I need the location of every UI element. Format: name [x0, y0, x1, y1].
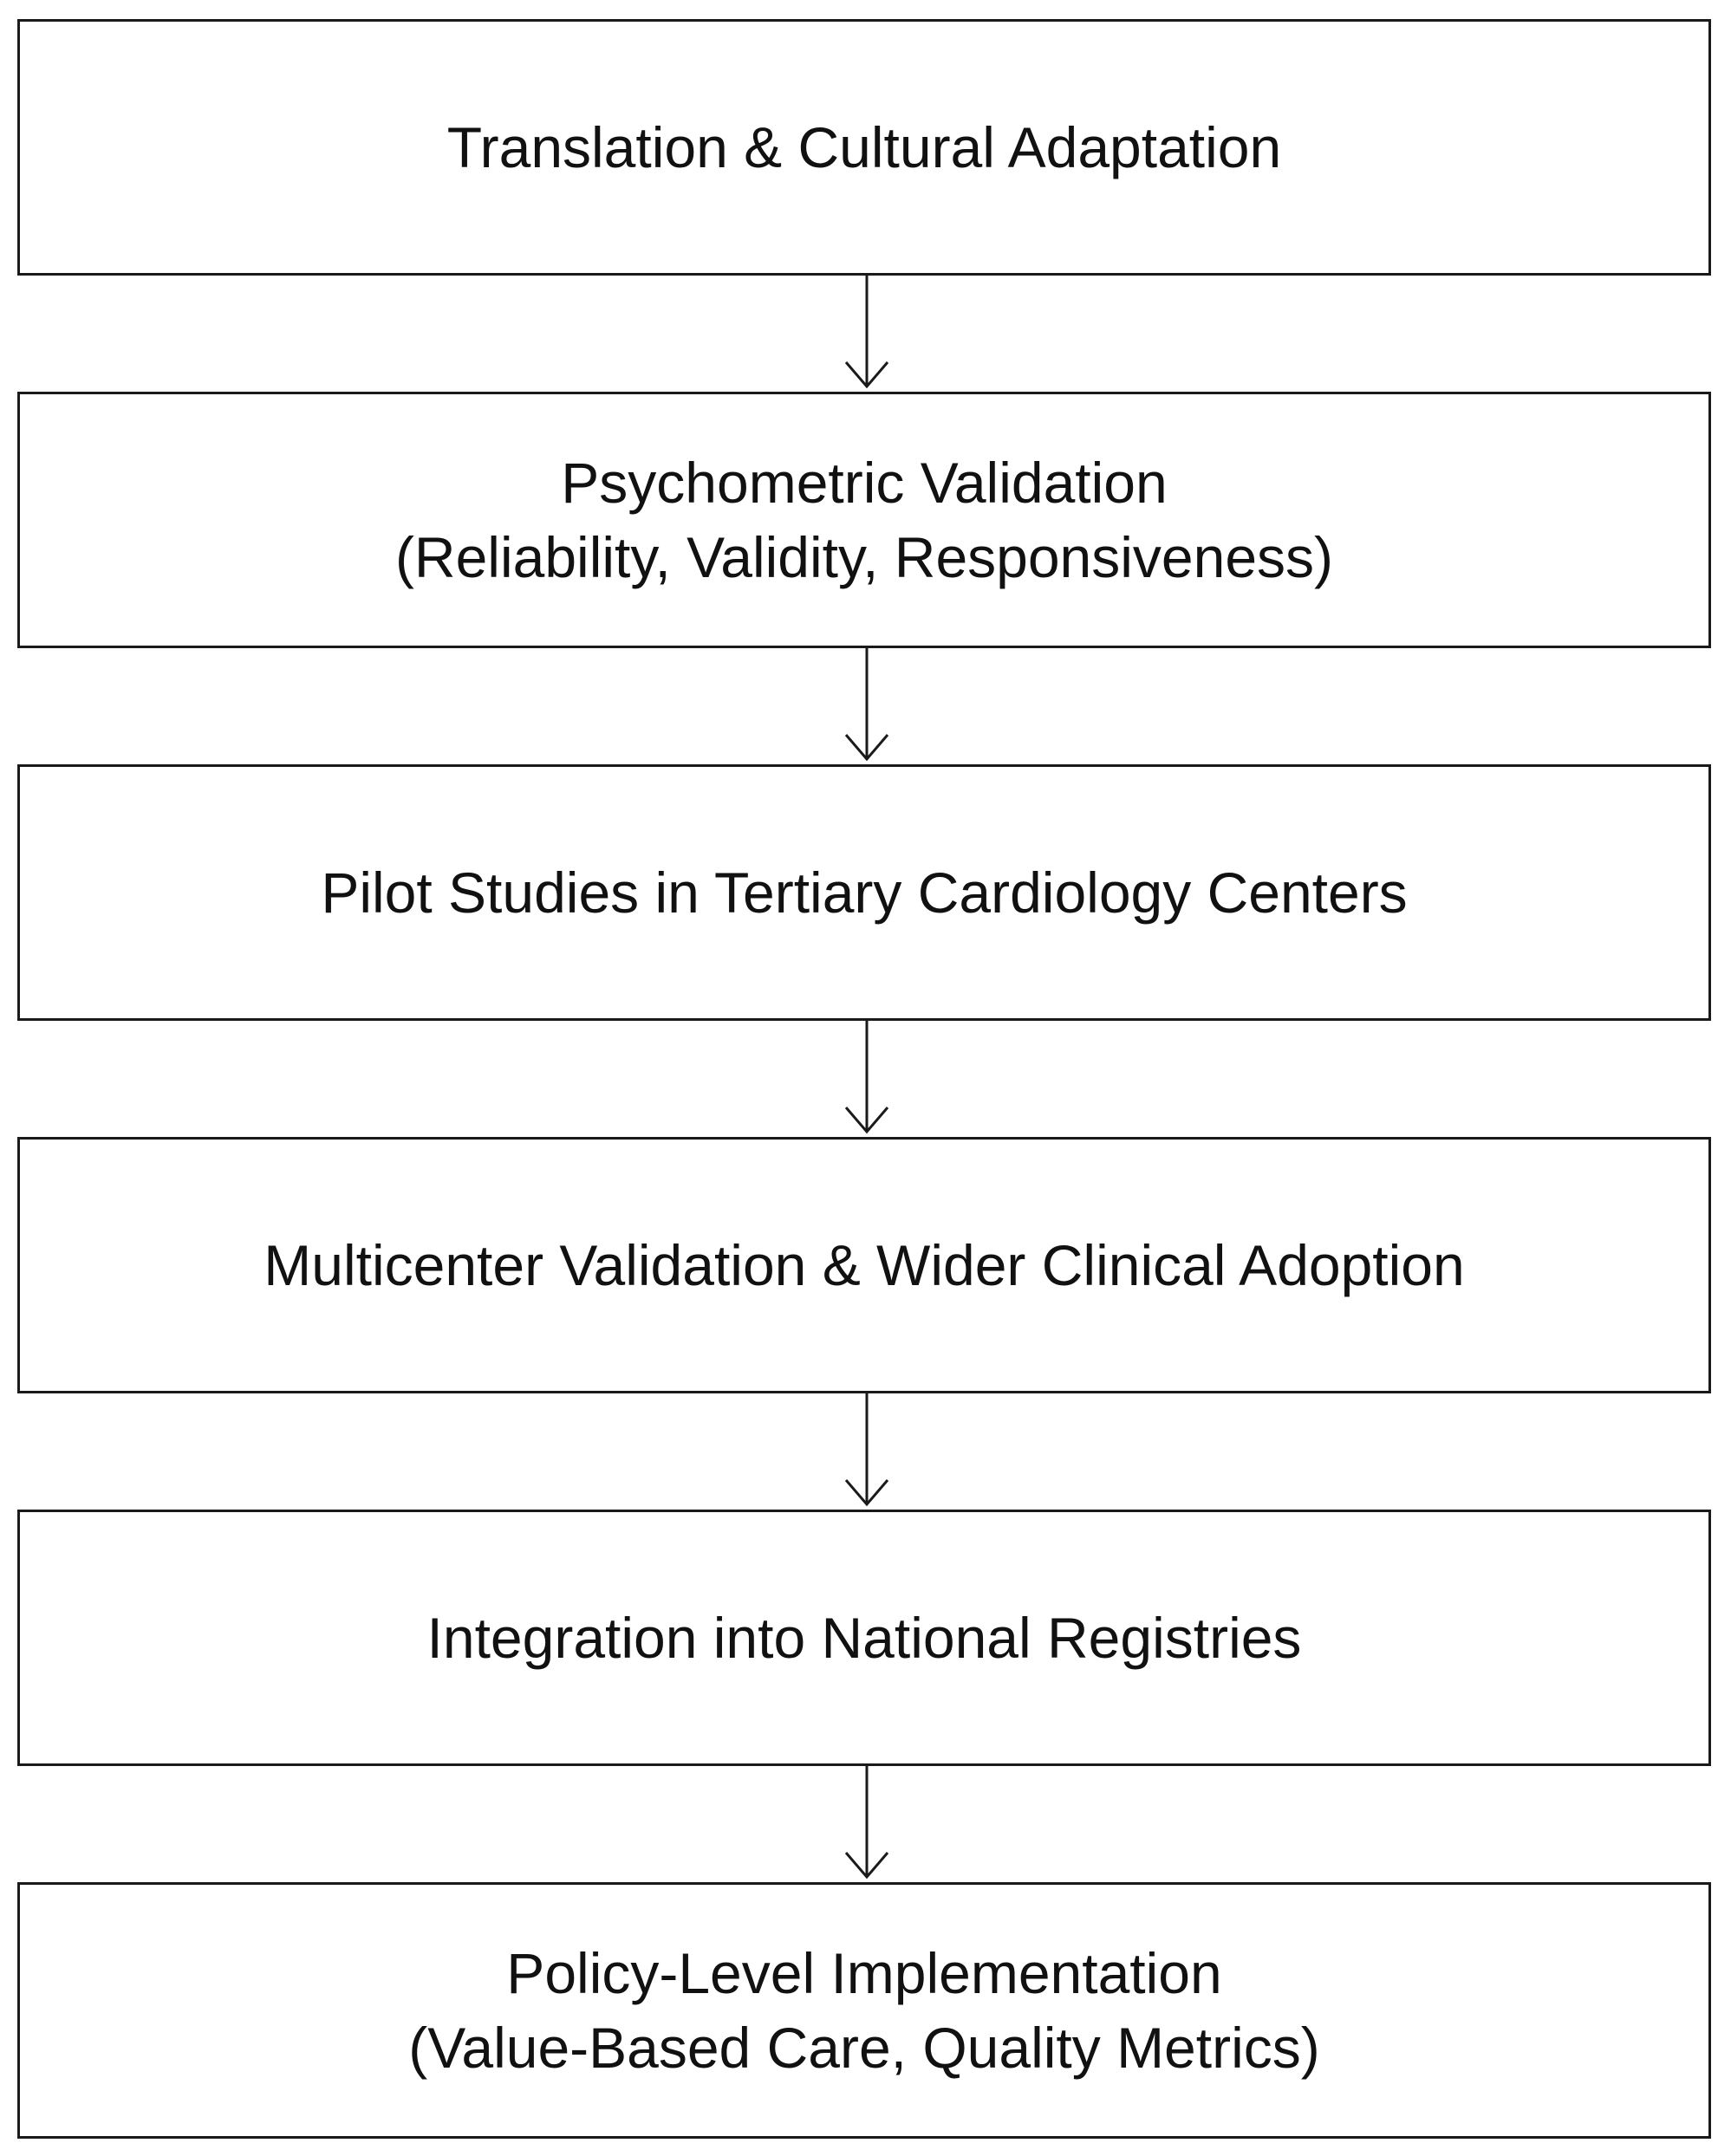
arrow-down-icon: [844, 1766, 889, 1880]
arrow-down-icon: [844, 276, 889, 389]
flow-step-multicenter: Multicenter Validation & Wider Clinical …: [17, 1137, 1711, 1393]
arrow-down-icon: [844, 1393, 889, 1507]
flow-arrow-1: [843, 276, 891, 389]
flow-arrow-2: [843, 648, 891, 762]
flow-step-psychometric: Psychometric Validation (Reliability, Va…: [17, 392, 1711, 648]
flow-step-translation: Translation & Cultural Adaptation: [17, 19, 1711, 276]
flow-step-sublabel: (Reliability, Validity, Responsiveness): [394, 525, 1334, 589]
flow-step-label: Policy-Level Implementation: [506, 1941, 1222, 2005]
flow-step-label: Integration into National Registries: [426, 1606, 1302, 1670]
flow-step-policy: Policy-Level Implementation (Value-Based…: [17, 1882, 1711, 2139]
arrow-down-icon: [844, 648, 889, 762]
flow-step-label: Translation & Cultural Adaptation: [446, 115, 1282, 179]
flow-step-label: Psychometric Validation: [561, 451, 1168, 515]
flow-step-registries: Integration into National Registries: [17, 1510, 1711, 1766]
flow-step-pilot: Pilot Studies in Tertiary Cardiology Cen…: [17, 764, 1711, 1021]
arrow-down-icon: [844, 1021, 889, 1134]
flow-arrow-4: [843, 1393, 891, 1507]
flow-arrow-5: [843, 1766, 891, 1880]
flow-step-label: Pilot Studies in Tertiary Cardiology Cen…: [321, 860, 1408, 925]
flow-step-sublabel: (Value-Based Care, Quality Metrics): [408, 2016, 1320, 2080]
flow-arrow-3: [843, 1021, 891, 1134]
flow-step-label: Multicenter Validation & Wider Clinical …: [264, 1233, 1465, 1297]
